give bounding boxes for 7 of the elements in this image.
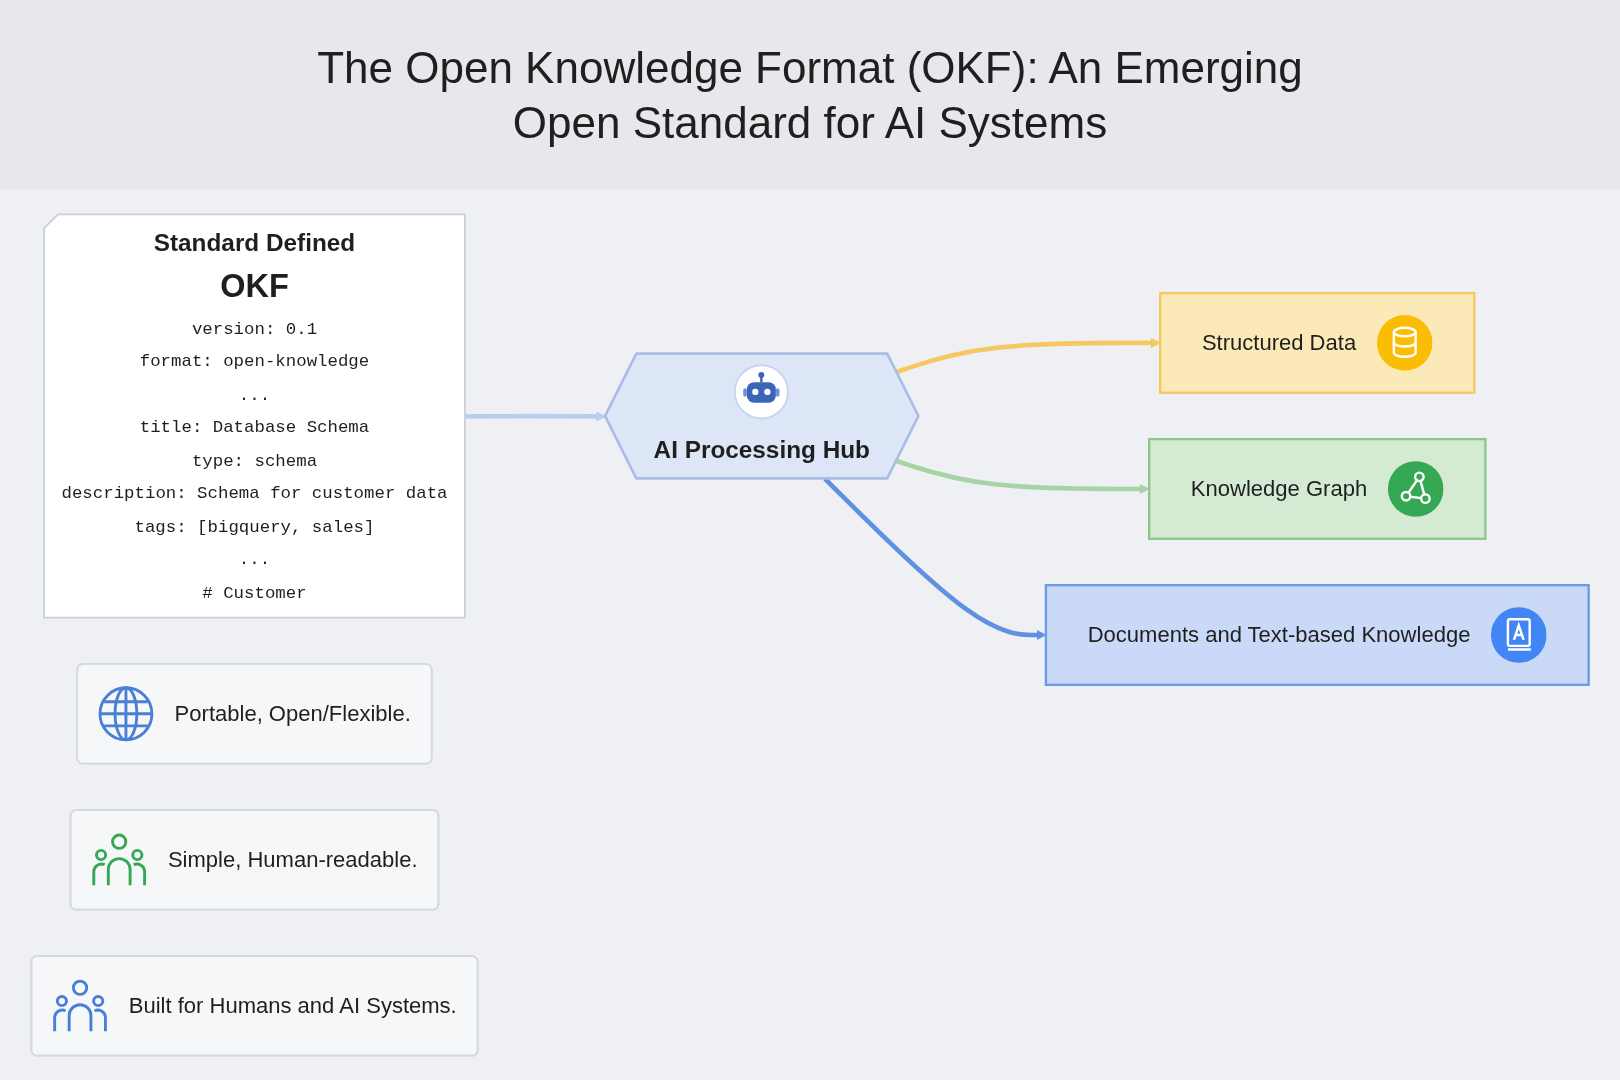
arrow bbox=[465, 411, 607, 422]
title: The Open Knowledge Format (OKF): An Emerging Open Standard for AI Systems bbox=[316, 42, 1304, 149]
node-box: Documents and Text-based Knowledge bbox=[1044, 584, 1590, 686]
node-box: Structured Data bbox=[1159, 291, 1476, 394]
node-box: Knowledge Graph bbox=[1148, 437, 1487, 540]
arrow bbox=[896, 458, 1150, 495]
arrow bbox=[896, 337, 1161, 375]
